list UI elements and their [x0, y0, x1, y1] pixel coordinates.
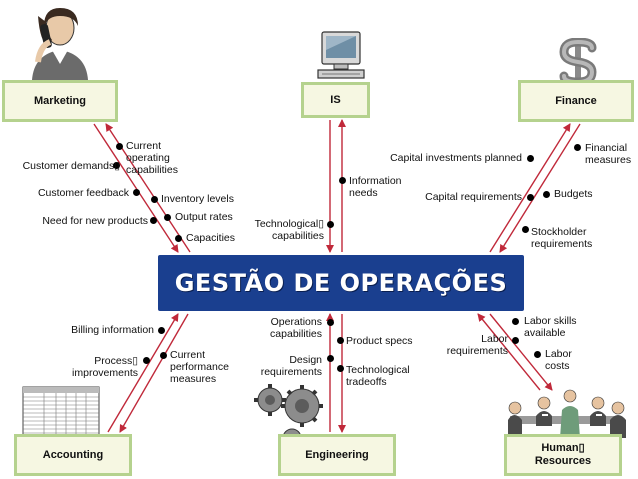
label-technological-tradeoffs: Technological tradeoffs	[346, 364, 410, 388]
business-meeting-people-icon	[508, 389, 626, 438]
is-label: IS	[330, 93, 341, 106]
engineering-label: Engineering	[305, 448, 369, 461]
label-customer-feedback: Customer feedback	[37, 187, 129, 199]
bullet-dot	[160, 352, 167, 359]
label-stockholder-requirements: Stockholder requirements	[531, 226, 593, 250]
bullet-dot	[327, 221, 334, 228]
label-technological-capabilities: Technological▯ capabilities	[254, 218, 324, 242]
finance-box: Finance	[518, 80, 634, 122]
computer-icon	[317, 31, 365, 79]
accounting-box: Accounting	[14, 434, 132, 476]
arrow-hr-to-ops	[477, 313, 541, 391]
ledger-spreadsheet-icon	[22, 386, 100, 438]
arrow-accounting-to-ops	[107, 313, 179, 433]
bullet-dot	[327, 319, 334, 326]
label-need-for-new-products: Need for new products	[42, 215, 148, 227]
bullet-dot	[527, 194, 534, 201]
bullet-dot	[512, 337, 519, 344]
label-capital-requirements: Capital requirements	[425, 191, 522, 203]
accounting-label: Accounting	[42, 448, 104, 461]
arrow-ops-to-hr	[489, 313, 553, 391]
bullet-dot	[327, 355, 334, 362]
bullet-dot	[522, 226, 529, 233]
bullet-dot	[175, 235, 182, 242]
bullet-dot	[151, 196, 158, 203]
bullet-dot	[150, 217, 157, 224]
label-capital-investments-planned: Capital investments planned	[390, 152, 522, 164]
label-inventory-levels: Inventory levels	[161, 193, 234, 205]
operations-management-banner: GESTÃO DE OPERAÇÕES	[158, 255, 524, 311]
bullet-dot	[143, 357, 150, 364]
bullet-dot	[337, 365, 344, 372]
is-box: IS	[301, 82, 370, 118]
bullet-dot	[337, 337, 344, 344]
bullet-dot	[527, 155, 534, 162]
bullet-dot	[158, 327, 165, 334]
label-labor-costs: Labor costs	[545, 348, 572, 372]
label-financial-measures: Financial measures	[585, 142, 632, 166]
arrow-ops-to-accounting	[119, 313, 189, 433]
label-current-performance-measures: Current performance measures	[170, 349, 229, 385]
bullet-dot	[339, 177, 346, 184]
marketing-box: Marketing	[2, 80, 118, 122]
human-resources-label: Human▯ Resources	[534, 442, 592, 467]
human-resources-box: Human▯ Resources	[504, 434, 622, 476]
label-billing-information: Billing information	[71, 324, 154, 336]
label-capacities: Capacities	[186, 232, 236, 244]
label-labor-skills-available: Labor skills available	[524, 315, 577, 339]
bullet-dot	[164, 214, 171, 221]
label-output-rates: Output rates	[175, 211, 233, 223]
bullet-dot	[512, 318, 519, 325]
arrow-ops-to-finance	[489, 123, 571, 253]
marketing-label: Marketing	[34, 94, 86, 107]
label-product-specs: Product specs	[346, 335, 413, 347]
label-current-operating-capabilities: Current operating capabilities	[126, 140, 178, 176]
label-budgets: Budgets	[554, 188, 593, 200]
label-customer-demands: Customer demands▯	[22, 160, 120, 172]
engineering-box: Engineering	[278, 434, 396, 476]
arrow-marketing-to-ops	[93, 123, 179, 253]
bullet-dot	[133, 189, 140, 196]
label-operations-capabilities: Operations capabilities	[270, 316, 322, 340]
finance-label: Finance	[555, 94, 597, 107]
label-labor-requirements: Labor requirements	[446, 333, 508, 357]
bullet-dot	[534, 351, 541, 358]
bullet-dot	[116, 143, 123, 150]
label-process-improvements: Process▯ improvements	[72, 355, 138, 379]
marketing-woman-phone-icon	[32, 8, 88, 80]
bullet-dot	[543, 191, 550, 198]
dollar-sign-icon	[559, 38, 597, 86]
arrow-finance-to-ops	[499, 123, 581, 253]
bullet-dot	[113, 162, 120, 169]
label-information-needs: Information needs	[349, 175, 402, 199]
label-design-requirements: Design requirements	[260, 354, 322, 378]
operations-management-title: GESTÃO DE OPERAÇÕES	[174, 269, 508, 297]
bullet-dot	[574, 144, 581, 151]
